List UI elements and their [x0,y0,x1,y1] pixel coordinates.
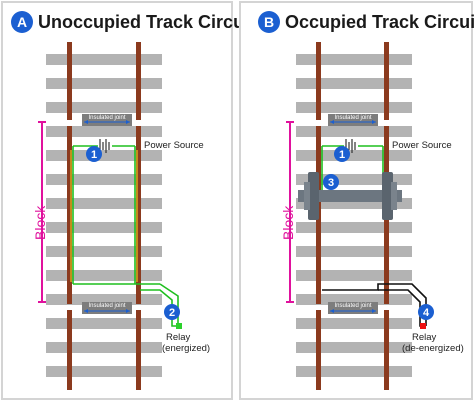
panel-b-relay-state: (de-energized) [402,343,464,354]
panel-a-battery-icon [99,139,110,153]
panel-a-current-path [70,150,138,282]
panel-a-badge [11,11,33,33]
panel-a-ties [46,54,162,377]
panel-b-power-label: Power Source [392,140,452,151]
panel-b-badge [258,11,280,33]
panel-a-relay-state: (energized) [162,343,210,354]
panel-b-insulated-joint-top: Insulated joint [328,114,378,126]
panel-b-block-label: Block [280,205,296,240]
panel-a-title: Unoccupied Track Circuit [38,12,255,32]
panel-a-rails [67,42,141,390]
panel-b-marker-3-label: 3 [328,177,334,189]
panel-b-marker-4 [418,304,434,320]
panel-a-marker-1 [86,146,102,162]
panel-a-insulated-joint-top: Insulated joint [82,114,132,126]
panel-a-marker-2 [164,304,180,320]
panel-b-title: Occupied Track Circuit [285,12,474,32]
panel-a-relay-icon [176,323,182,329]
svg-text:Insulated joint: Insulated joint [88,115,125,121]
panel-a-block-label: Block [32,205,48,240]
panel-a-marker-1-label: 1 [91,149,97,161]
panel-b-relay-icon [420,323,426,329]
panel-b-ties [296,54,412,377]
panel-b-relay-label: Relay [412,332,437,343]
panel-b-wheelset-icon [298,172,402,220]
panel-a-badge-letter: A [17,14,27,30]
panel-a: A Unoccupied Track Circuit [1,1,255,400]
panel-a-insulated-joint-bottom: Insulated joint [82,302,132,314]
panel-a-relay-label: Relay [166,332,191,343]
panel-a-block-bar: Block [32,121,48,303]
panel-b-badge-letter: B [264,14,274,30]
panel-b-marker-1-label: 1 [339,149,345,161]
panel-b-marker-4-label: 4 [423,307,430,319]
panel-b-marker-1 [334,146,350,162]
panel-a-power-label: Power Source [144,140,204,151]
svg-text:Insulated joint: Insulated joint [88,303,125,309]
panel-a-marker-2-label: 2 [169,307,175,319]
panel-b-block-bar: Block [280,121,296,303]
svg-text:Insulated joint: Insulated joint [334,303,371,309]
panel-b-battery-icon [345,139,356,153]
panel-b-insulated-joint-bottom: Insulated joint [328,302,378,314]
svg-text:Insulated joint: Insulated joint [334,115,371,121]
panel-b-marker-3 [323,174,339,190]
panel-b: B Occupied Track Circuit [239,1,474,400]
